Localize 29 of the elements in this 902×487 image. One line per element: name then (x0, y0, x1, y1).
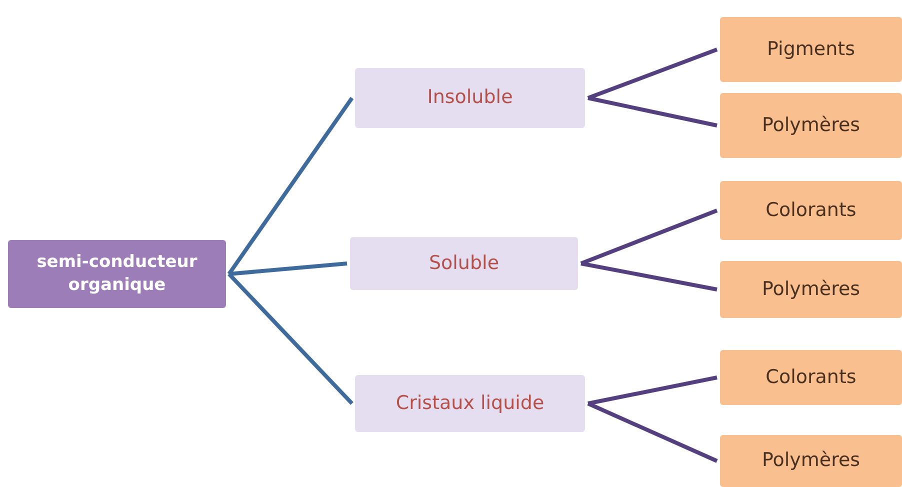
connector-line (588, 96, 718, 128)
connector-line (587, 48, 718, 100)
leaf-label: Polymères (762, 112, 860, 138)
category-box (350, 237, 578, 290)
connector-line (588, 376, 718, 406)
category-label: Insoluble (427, 85, 513, 110)
leaf-label: Polymères (762, 276, 860, 302)
category-box (355, 375, 585, 432)
connector-line (580, 208, 718, 266)
leaf-box (720, 17, 902, 82)
leaf-box (720, 181, 902, 240)
connector-line (227, 96, 354, 276)
leaf-label: Colorants (766, 364, 856, 390)
leaf-box (720, 261, 902, 318)
leaf-label: Polymères (762, 448, 860, 474)
category-box (355, 68, 585, 128)
category-label: Soluble (428, 250, 500, 276)
leaf-box (720, 93, 902, 158)
leaf-label: Pigments (767, 36, 855, 62)
leaf-label: Colorants (766, 198, 856, 223)
category-label: Cristaux liquide (396, 390, 544, 416)
connector-line (580, 262, 718, 292)
connector-line (228, 272, 354, 405)
leaf-box (720, 435, 902, 487)
root-label: semi-conducteur organique (36, 251, 198, 297)
connector-line (587, 402, 718, 463)
root-box (8, 240, 226, 308)
connector-line (228, 262, 348, 276)
leaf-box (720, 350, 902, 405)
